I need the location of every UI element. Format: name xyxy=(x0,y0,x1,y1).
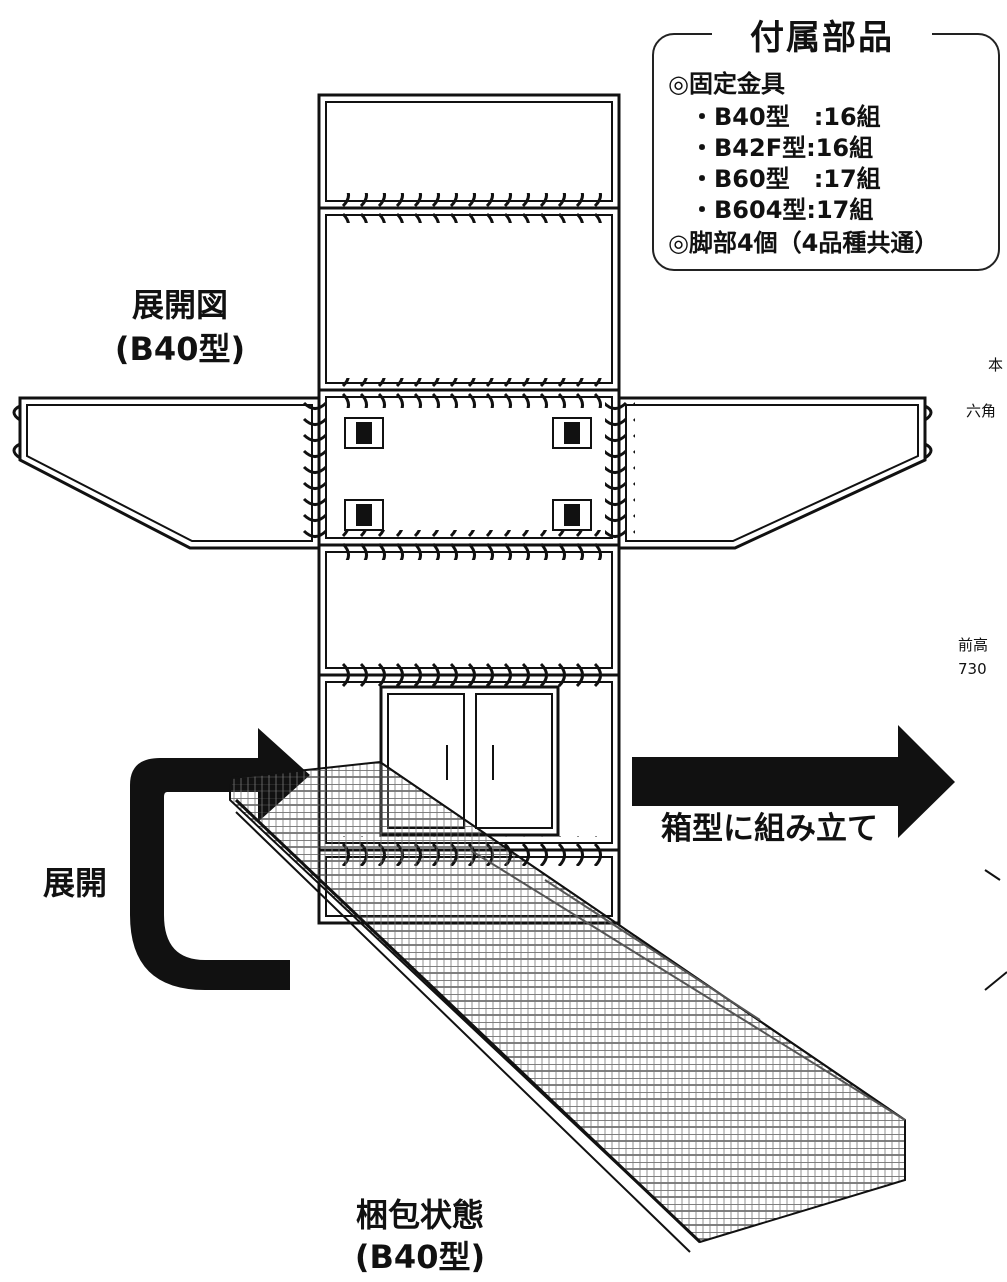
right-edge-text-3: 前高 xyxy=(958,636,989,654)
accessories-title: 付属部品 xyxy=(712,10,932,59)
assemble-label: 箱型に組み立て xyxy=(661,811,878,847)
accessory-line-5: ・B604型:17組 xyxy=(690,196,874,224)
right-edge-text-4: 730 xyxy=(958,660,987,678)
right-edge-text-1: 本 xyxy=(988,356,1004,374)
accessory-line-2: ・B40型 :16組 xyxy=(690,103,881,131)
packed-state-label: 梱包状態 xyxy=(355,1196,484,1234)
assemble-arrow xyxy=(632,725,955,838)
accessory-line-3: ・B42F型:16組 xyxy=(690,134,874,162)
accessory-line-6: ◎脚部4個（4品種共通） xyxy=(668,229,939,257)
development-model-label: (B40型) xyxy=(114,330,246,368)
unfold-arrow xyxy=(130,728,310,990)
packed-mesh-bundle xyxy=(229,760,906,1253)
accessory-line-1: ◎固定金具 xyxy=(668,70,785,98)
accessory-line-4: ・B60型 :17組 xyxy=(690,165,881,193)
unfold-label: 展開 xyxy=(42,864,107,902)
right-edge-fragments xyxy=(984,869,1007,991)
right-edge-text-2: 六角 xyxy=(966,402,997,420)
development-view-label: 展開図 xyxy=(131,286,228,324)
bracket-icons xyxy=(344,417,592,531)
packed-model-label: (B40型) xyxy=(354,1238,486,1276)
right-wing xyxy=(617,396,933,550)
left-wing xyxy=(12,396,321,550)
